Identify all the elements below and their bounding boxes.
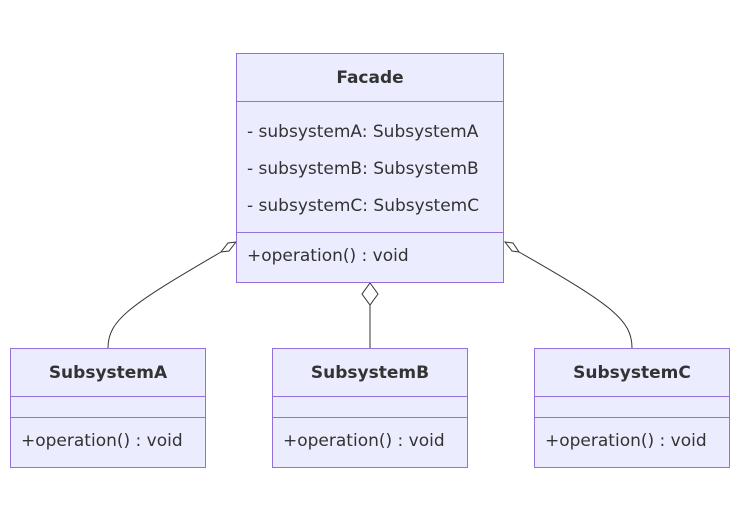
class-subsystem-a[interactable]: SubsystemA +operation() : void bbox=[10, 348, 206, 468]
class-operations: +operation() : void bbox=[237, 232, 503, 282]
class-name: SubsystemB bbox=[310, 362, 430, 383]
aggregation-diamond-a bbox=[219, 241, 238, 253]
class-operations: +operation() : void bbox=[273, 417, 467, 467]
class-subsystem-c[interactable]: SubsystemC +operation() : void bbox=[534, 348, 730, 468]
operation: +operation() : void bbox=[247, 246, 409, 266]
class-attributes bbox=[535, 396, 729, 417]
aggregation-diamond-c bbox=[503, 241, 521, 253]
class-attributes bbox=[273, 396, 467, 417]
class-operations: +operation() : void bbox=[535, 417, 729, 467]
class-facade[interactable]: Facade - subsystemA: SubsystemA - subsys… bbox=[236, 53, 504, 283]
class-operations: +operation() : void bbox=[11, 417, 205, 467]
class-attributes: - subsystemA: SubsystemA - subsystemB: S… bbox=[237, 101, 503, 232]
attribute-subsystem-c: - subsystemC: SubsystemC bbox=[247, 196, 480, 216]
class-name: SubsystemC bbox=[573, 362, 691, 383]
class-name: Facade bbox=[336, 67, 404, 88]
class-subsystem-b[interactable]: SubsystemB +operation() : void bbox=[272, 348, 468, 468]
aggregation-link-subsystem-a bbox=[107, 251, 222, 349]
aggregation-diamond-b bbox=[361, 282, 379, 306]
class-name: SubsystemA bbox=[48, 362, 168, 383]
class-attributes bbox=[11, 396, 205, 417]
operation: +operation() : void bbox=[283, 431, 445, 451]
aggregation-link-subsystem-c bbox=[518, 251, 633, 349]
attribute-subsystem-a: - subsystemA: SubsystemA bbox=[247, 122, 479, 142]
operation: +operation() : void bbox=[545, 431, 707, 451]
attribute-subsystem-b: - subsystemB: SubsystemB bbox=[247, 159, 479, 179]
operation: +operation() : void bbox=[21, 431, 183, 451]
